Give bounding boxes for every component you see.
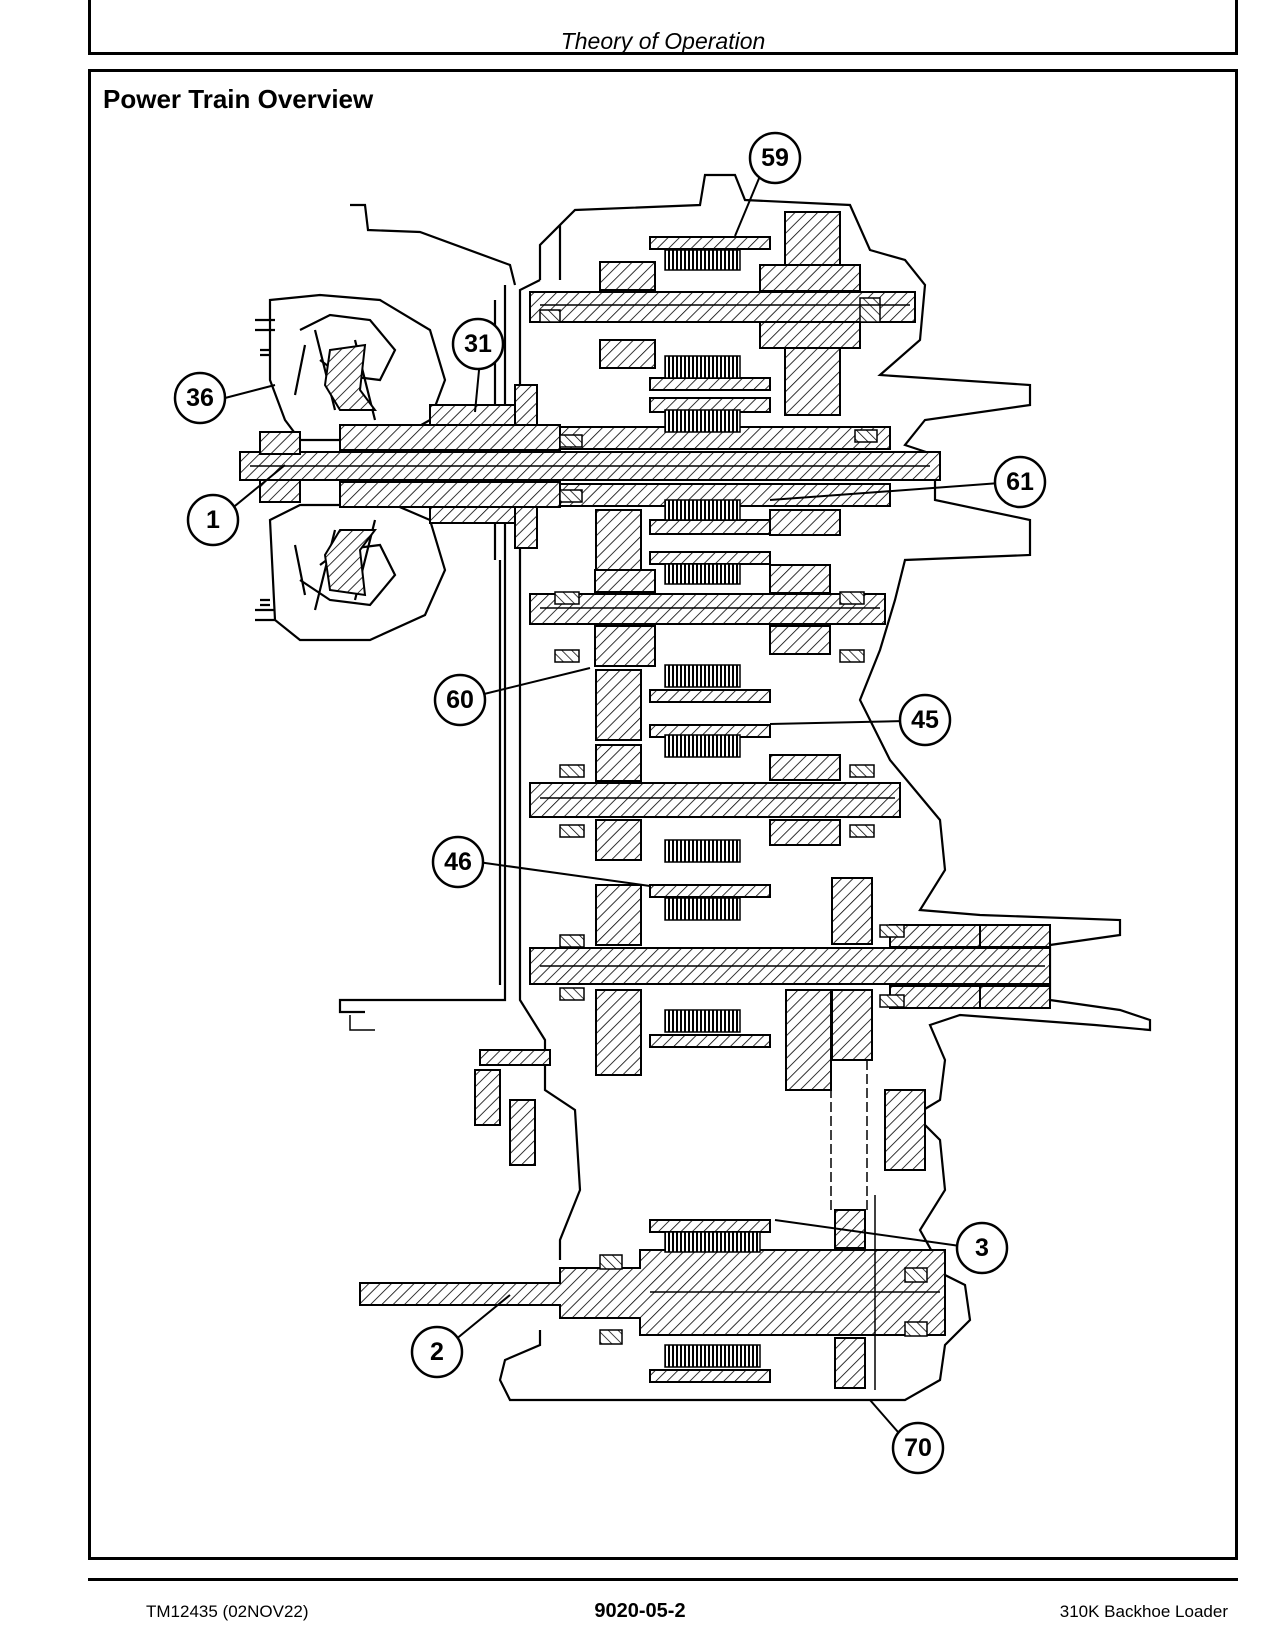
callout-61 (993, 455, 1047, 509)
header-frame (88, 0, 1238, 55)
footer-doc-id: TM12435 (02NOV22) (146, 1602, 309, 1621)
footer-divider (88, 1578, 1238, 1581)
callout-45 (898, 693, 952, 747)
callout-31 (451, 317, 505, 371)
callout-36 (173, 371, 227, 425)
callout-label: 45 (911, 706, 939, 734)
callout-60 (433, 673, 487, 727)
figure-title: Power Train Overview (103, 84, 374, 114)
callout-label: 60 (446, 686, 474, 714)
transmission-housing (498, 173, 1152, 1402)
callout-label: 59 (761, 144, 789, 172)
callout-3 (955, 1221, 1009, 1275)
callout-label: 36 (186, 384, 214, 412)
callout-2 (410, 1325, 464, 1379)
callout-1 (186, 493, 240, 547)
callout-label: 3 (975, 1234, 989, 1262)
callout-label: 46 (444, 848, 472, 876)
callout-59 (748, 131, 802, 185)
callout-label: 31 (464, 330, 492, 358)
figure-frame (88, 69, 1238, 1560)
power-train-cross-section-diagram: 59 31 36 1 61 60 45 46 3 2 70 (173, 131, 1152, 1475)
callout-label: 1 (206, 506, 220, 534)
callout-46 (431, 835, 485, 889)
footer-page-number: 9020-05-2 (594, 1600, 686, 1622)
callout-label: 70 (904, 1434, 932, 1462)
callout-label: 61 (1006, 468, 1034, 496)
callout-label: 2 (430, 1338, 444, 1366)
callout-70 (891, 1421, 945, 1475)
footer-model: 310K Backhoe Loader (1059, 1602, 1228, 1621)
section-title: Theory of Operation (560, 28, 766, 54)
